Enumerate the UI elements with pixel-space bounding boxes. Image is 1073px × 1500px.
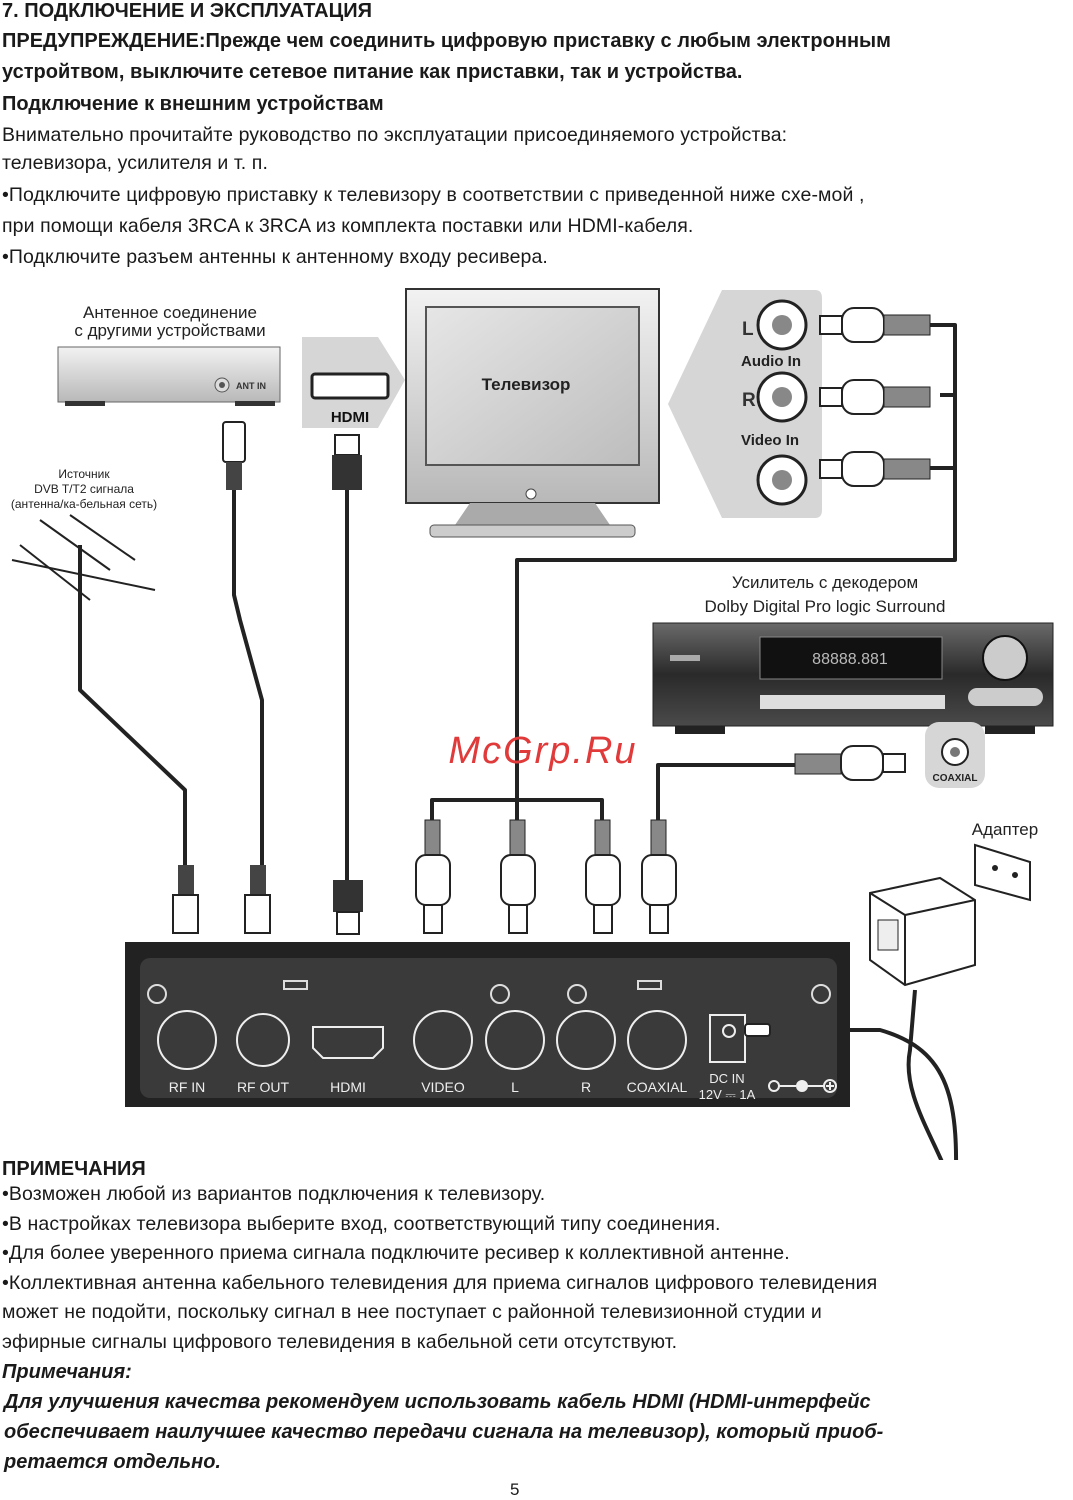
intro-line-1: Внимательно прочитайте руководство по эк…: [2, 124, 788, 146]
antenna-device-title-1: Антенное соединение: [83, 303, 257, 322]
rca-plug-icon: [585, 819, 621, 934]
bullet-1-line-1: •Подключите цифровую приставку к телевиз…: [2, 184, 865, 206]
rf-plug-icon: [244, 865, 271, 934]
volume-knob-icon: [982, 635, 1028, 681]
remark-line-2: обеспечивает наилучшее качество передачи…: [4, 1421, 884, 1443]
dc-spec-label: 12V ⎓ 1A: [699, 1087, 756, 1102]
note-1: •Возможен любой из вариантов подключения…: [2, 1183, 546, 1205]
hdmi-port-icon: [310, 372, 390, 400]
dc-in-port-icon: [709, 1014, 746, 1063]
page-number: 5: [510, 1480, 520, 1499]
av-cable: [515, 323, 957, 825]
ant-in-label: ANT IN: [236, 381, 266, 391]
power-adapter-icon: [869, 843, 1031, 987]
intro-line-2: телевизора, усилителя и т. п.: [2, 152, 268, 174]
audio-l-label: L: [742, 319, 754, 340]
video-in-label: Video In: [741, 432, 799, 449]
source-line-1: Источник: [58, 467, 110, 481]
rca-branch: [430, 798, 604, 820]
bullet-1-line-2: при помощи кабеля 3RCA к 3RCA из комплек…: [2, 215, 694, 237]
rf-out-port-icon: [236, 1013, 290, 1067]
svg-text:COAXIAL: COAXIAL: [933, 773, 978, 784]
rf-plug-icon: [172, 865, 199, 934]
rca-plug-icon: [641, 819, 677, 934]
video-label: VIDEO: [421, 1079, 465, 1095]
note-2: •В настройках телевизора выберите вход, …: [2, 1213, 721, 1235]
coaxial-badge: COAXIAL: [925, 722, 985, 788]
rca-plug-icon: [819, 451, 931, 487]
hdmi-plug-icon: [332, 434, 362, 490]
connection-diagram: Антенное соединение с другими устройства…: [11, 288, 1054, 1160]
audio-r-label: R: [742, 390, 756, 411]
coaxial-label: COAXIAL: [627, 1079, 688, 1095]
rca-plug-icon: [500, 819, 536, 934]
receiver-rear-panel: RF IN RF OUT HDMI VIDEO L R COAXIAL DC I…: [125, 942, 850, 1107]
remark-line-1: Для улучшения качества рекомендуем испол…: [4, 1391, 871, 1413]
hdmi-badge: HDMI: [302, 337, 405, 428]
polarity-icon: [768, 1079, 837, 1093]
antenna-device: ANT IN: [57, 346, 281, 406]
amplifier-icon: 88888.881: [652, 622, 1054, 734]
dc-in-label: DC IN: [709, 1071, 744, 1086]
hdmi-port-icon: [312, 1026, 384, 1059]
svg-text:HDMI: HDMI: [331, 409, 369, 426]
amp-title-1: Усилитель с декодером: [732, 573, 918, 592]
r-label: R: [581, 1079, 591, 1095]
note-4-line-3: эфирные сигналы цифрового телевидения в …: [2, 1331, 678, 1353]
amp-title-2: Dolby Digital Pro logic Surround: [705, 597, 946, 616]
adapter-cable: [770, 989, 959, 1160]
amp-display: 88888.881: [812, 651, 888, 668]
coaxial-port-icon: [627, 1010, 687, 1070]
video-port-icon: [413, 1010, 473, 1070]
coax-cable: [656, 763, 795, 820]
subheading: Подключение к внешним устройствам: [2, 93, 384, 115]
warning-line-2: устройтвом, выключите сетевое питание ка…: [2, 61, 743, 83]
rca-jack-icon: [756, 454, 808, 506]
antenna-cable: [78, 630, 187, 865]
l-label: L: [511, 1079, 519, 1095]
source-line-2: DVB T/T2 сигнала: [34, 482, 134, 496]
watermark: McGrp.Ru: [448, 730, 637, 772]
rf-in-label: RF IN: [169, 1079, 206, 1095]
note-4-line-1: •Коллективная антенна кабельного телевид…: [2, 1272, 878, 1294]
rca-jack-icon: [756, 371, 808, 423]
note-4-line-2: может не подойти, поскольку сигнал в нее…: [2, 1301, 822, 1323]
tv-icon: Телевизор: [405, 288, 660, 538]
tv-label: Телевизор: [482, 375, 571, 394]
tv-av-panel: L R Audio In Video In: [668, 290, 822, 518]
rca-plug-icon: [819, 307, 931, 343]
bullet-2: •Подключите разъем антенны к антенному в…: [2, 246, 548, 268]
rca-plug-icon: [415, 819, 451, 934]
hdmi-label: HDMI: [330, 1079, 366, 1095]
antenna-icon: [11, 514, 156, 630]
note-3: •Для более уверенного приема сигнала под…: [2, 1242, 790, 1264]
audio-r-port-icon: [556, 1010, 616, 1070]
antenna-device-title-2: с другими устройствами: [74, 321, 265, 340]
warning-line-1: ПРЕДУПРЕЖДЕНИЕ:Прежде чем соединить цифр…: [2, 30, 891, 52]
hdmi-plug-icon: [333, 880, 363, 935]
dc-plug-icon: [744, 1023, 771, 1037]
notes-title: ПРИМЕЧАНИЯ: [2, 1158, 146, 1180]
rf-out-label: RF OUT: [237, 1079, 290, 1095]
coax-plug-icon: [222, 421, 246, 490]
cables: [78, 323, 959, 1160]
audio-in-label: Audio In: [741, 353, 801, 370]
source-line-3: (антенна/ка-бельная сеть): [11, 497, 157, 511]
section-title: 7. ПОДКЛЮЧЕНИЕ И ЭКСПЛУАТАЦИЯ: [2, 0, 372, 22]
rca-plug-icon: [794, 745, 906, 781]
ant-in-cable: [232, 490, 264, 865]
rca-plug-icon: [819, 379, 931, 415]
rf-in-port-icon: [157, 1010, 217, 1070]
remark-title: Примечания:: [2, 1361, 132, 1383]
remark-line-3: ретается отдельно.: [4, 1451, 221, 1473]
rca-jack-icon: [756, 299, 808, 351]
audio-l-port-icon: [485, 1010, 545, 1070]
adapter-label: Адаптер: [972, 820, 1038, 839]
